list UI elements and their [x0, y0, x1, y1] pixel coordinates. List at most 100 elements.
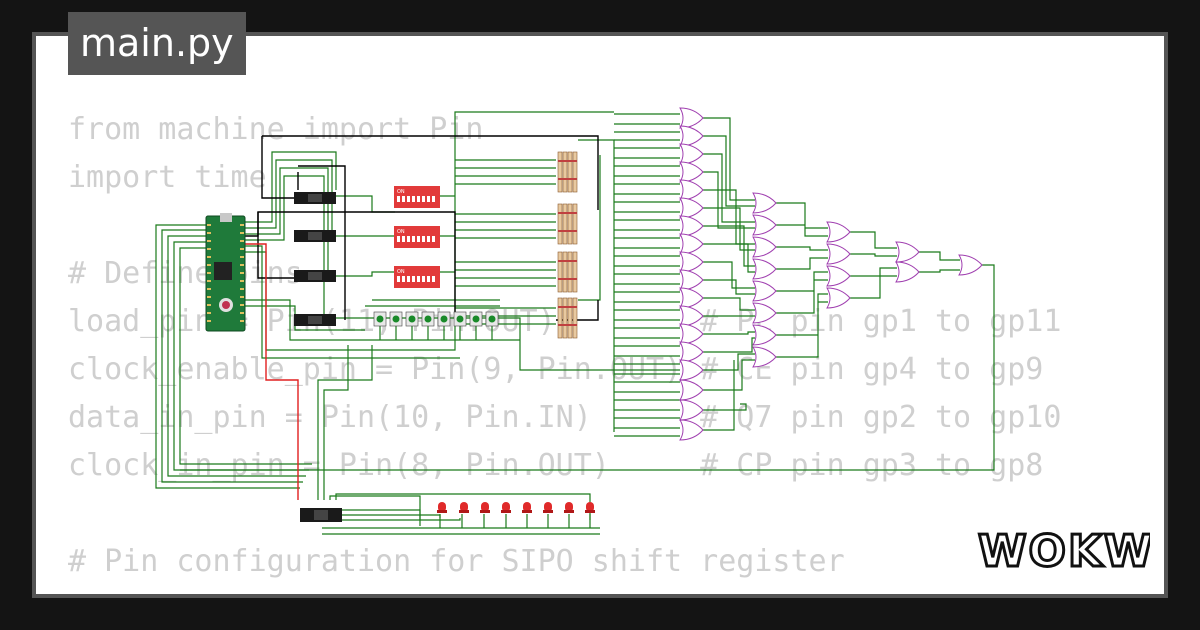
wire: [703, 360, 747, 431]
wire: [703, 225, 755, 273]
dip-switch: ON: [394, 266, 440, 288]
led-row: [437, 502, 595, 513]
or-gate: [679, 143, 704, 165]
wire: [379, 326, 493, 340]
wire: [578, 139, 615, 432]
wire: [703, 297, 755, 317]
dip-on-label: ON: [397, 269, 405, 275]
wire: [703, 261, 755, 295]
file-name-tab: main.py: [68, 12, 246, 75]
or-gate: [679, 125, 704, 147]
or-gate: [826, 265, 851, 287]
wokwi-logo: WOKWi: [977, 525, 1151, 577]
or-gate: [752, 214, 777, 236]
code-line: clock_in_pin = Pin(8, Pin.OUT) # CP pin …: [68, 448, 1044, 483]
push-button: [389, 311, 403, 327]
wire: [703, 153, 755, 229]
wire: [244, 299, 520, 341]
or-gate: [679, 179, 704, 201]
or-gate: [679, 233, 704, 255]
push-button: [485, 311, 499, 327]
resistor-bank: [557, 151, 578, 339]
wire: [244, 175, 325, 315]
code-line: import time: [68, 160, 267, 195]
or-gate: [679, 197, 704, 219]
wire: [440, 195, 455, 273]
red-led: [459, 502, 469, 513]
shift-register-chip: [294, 270, 336, 282]
or-gate: [958, 254, 983, 276]
wire: [244, 245, 460, 359]
push-button: [437, 311, 451, 327]
wire: [455, 213, 556, 239]
dip-switch: ON: [394, 186, 440, 208]
code-line: SERIAL_DATA_PIN = Pin(0, Pin.OUT): [68, 586, 1132, 594]
or-gate: [826, 287, 851, 309]
or-gate: [752, 192, 777, 214]
wire: [180, 264, 995, 471]
push-button: [453, 311, 467, 327]
push-button: [405, 311, 419, 327]
wire: [155, 224, 300, 489]
or-gate: [895, 241, 920, 263]
raspberry-pi-pico-board: [205, 213, 246, 332]
or-gate: [826, 243, 851, 265]
or-gate: [679, 269, 704, 291]
or-gate: [752, 258, 777, 280]
or-gate: [679, 323, 704, 345]
dip-on-label: ON: [397, 229, 405, 235]
wire: [244, 159, 333, 230]
dip-switch: ON: [394, 226, 440, 248]
or-gate: [752, 236, 777, 258]
push-button: [373, 311, 387, 327]
code-line: data_in_pin = Pin(10, Pin.IN) # Q7 pin g…: [68, 400, 1062, 435]
wire: [703, 117, 755, 207]
wire: [167, 235, 306, 477]
or-gate: [679, 305, 704, 327]
wire: [161, 229, 303, 483]
wire: [776, 271, 828, 314]
or-gate: [752, 302, 777, 324]
or-gate: [752, 346, 777, 368]
or-gate: [679, 379, 704, 401]
shift-register-chip: [300, 508, 342, 522]
wire: [244, 151, 337, 223]
red-led: [522, 502, 532, 513]
dip-on-label: ON: [397, 189, 405, 195]
push-button: [469, 311, 483, 327]
wire: [614, 113, 680, 437]
wire: [776, 246, 828, 270]
or-gate: [895, 261, 920, 283]
wire: [336, 317, 680, 371]
wire: [455, 159, 556, 185]
wire: [179, 247, 312, 465]
wire: [244, 111, 614, 351]
logo-text: WOKWi: [978, 526, 1150, 576]
shift-register-chip: [294, 192, 336, 204]
wire: [439, 514, 591, 528]
shift-register-chip: [294, 314, 336, 326]
red-led: [564, 502, 574, 513]
or-gate: [679, 251, 704, 273]
wire: [257, 165, 346, 320]
wire: [244, 167, 329, 270]
code-line: from machine import Pin: [68, 112, 484, 147]
power-wire: [244, 243, 299, 500]
wire: [703, 189, 755, 251]
wire: [365, 299, 500, 307]
or-gate: [679, 287, 704, 309]
or-gate: [679, 399, 704, 421]
or-gate: [826, 221, 851, 243]
or-gate: [752, 324, 777, 346]
or-gate: [679, 341, 704, 363]
shift-register-chip: [294, 230, 336, 242]
or-gate: [679, 161, 704, 183]
wire: [776, 202, 828, 237]
red-led: [480, 502, 490, 513]
wire: [776, 293, 828, 358]
wire: [455, 261, 556, 287]
push-button: [421, 311, 435, 327]
red-led: [437, 502, 447, 513]
push-button-row: [373, 311, 499, 327]
